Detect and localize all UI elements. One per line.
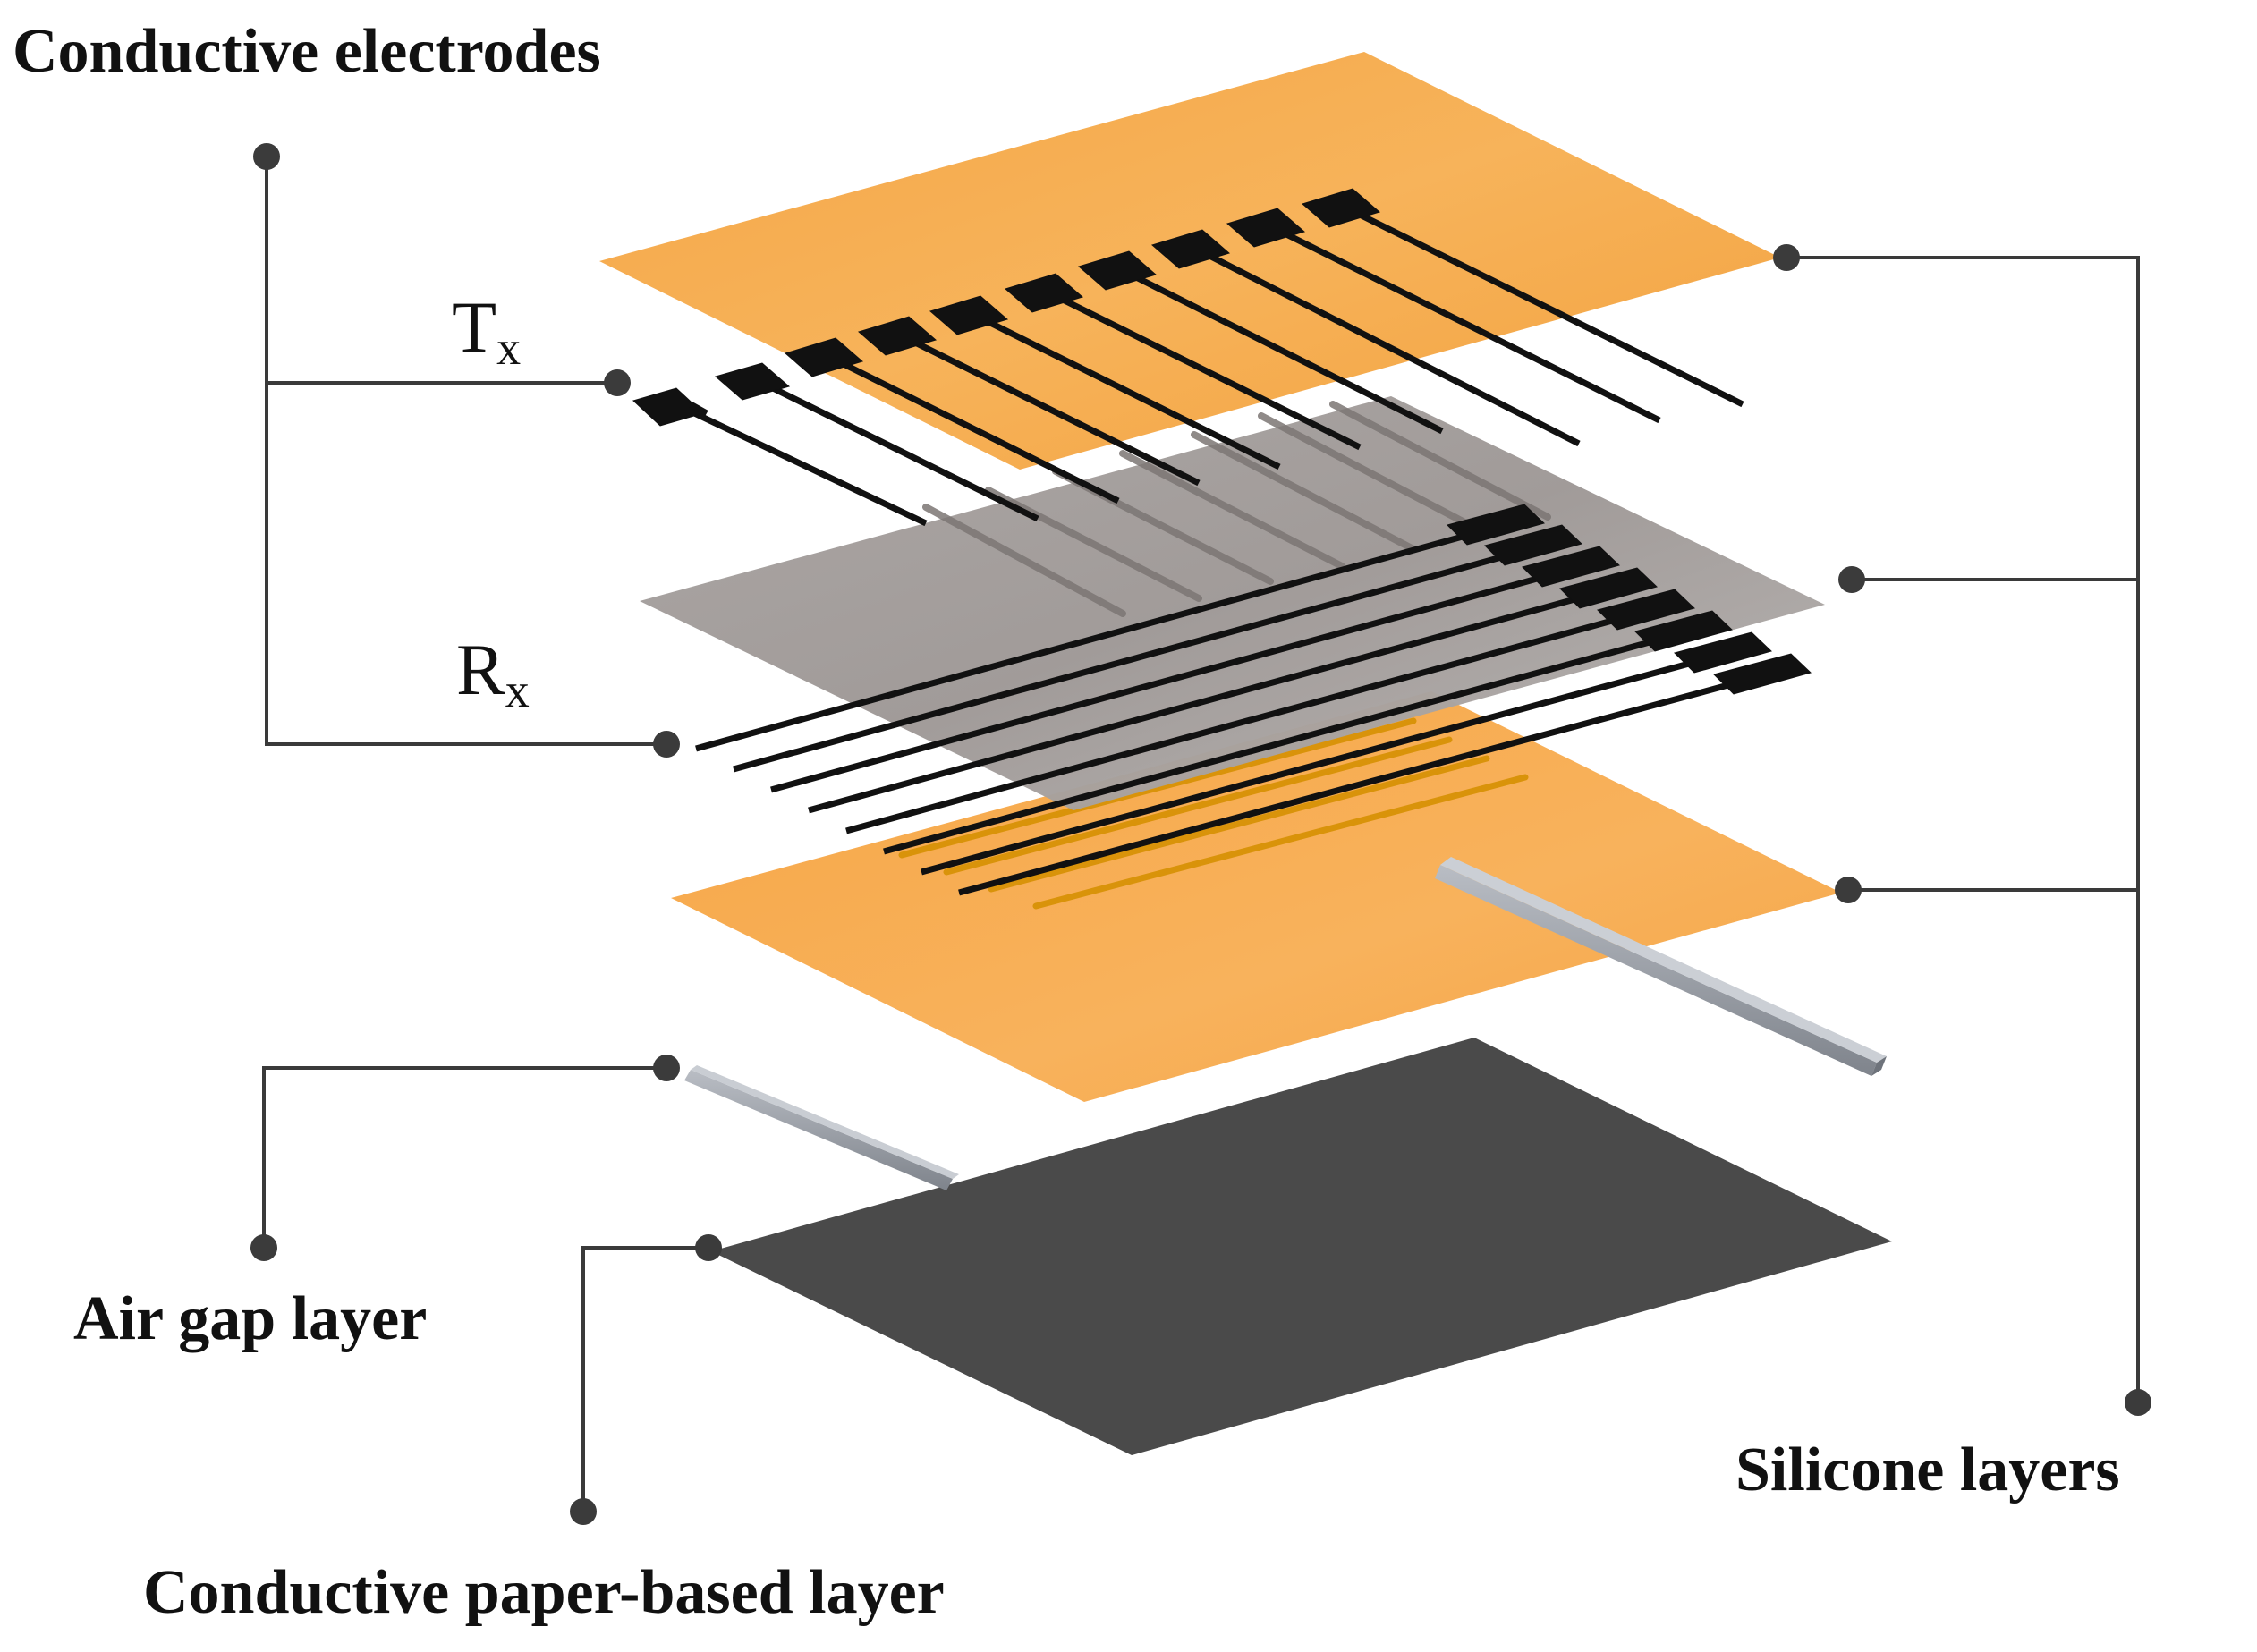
label-conductive-paper-layer: Conductive paper-based layer: [143, 1558, 945, 1627]
rx-electrode-2: [733, 524, 1582, 773]
tx-electrode-3: [784, 337, 1120, 504]
label-tx-main: T: [452, 286, 496, 368]
tx-electrode-9: [1226, 208, 1661, 424]
label-tx: Tx: [452, 286, 521, 375]
tx-electrode-8: [1150, 229, 1581, 447]
conductive-paper-layer-sheet: [711, 1038, 1892, 1455]
tx-electrode-7: [1077, 250, 1444, 435]
tx-electrode-5: [929, 295, 1281, 470]
label-tx-sub: x: [496, 321, 521, 375]
leader-air-gap-layer: [250, 1055, 680, 1261]
rx-electrode-3: [770, 546, 1620, 793]
label-air-gap-layer: Air gap layer: [73, 1284, 427, 1353]
rx-electrode-6: [883, 610, 1733, 855]
leader-conductive-electrodes: [253, 143, 680, 758]
leader-conductive-paper-layer: [570, 1234, 722, 1525]
rx-electrode-8: [958, 653, 1812, 896]
tx-electrodes: [632, 188, 1744, 527]
silicone-layer-bottom: [671, 691, 1841, 1102]
tx-electrode-4: [857, 316, 1201, 487]
rx-electrode-1: [695, 504, 1545, 752]
rx-electrode-7: [921, 631, 1772, 876]
air-gap-spacer-left: [684, 1065, 959, 1190]
tx-electrode-6: [1004, 273, 1362, 451]
rx-electrode-5: [845, 589, 1695, 834]
tx-electrode-1: [632, 387, 928, 527]
rx-electrodes: [695, 504, 1812, 896]
leader-silicone-layers: [1773, 244, 2151, 1416]
label-rx-main: R: [456, 629, 505, 710]
air-gap-spacer-right: [1435, 857, 1887, 1076]
rx-electrode-4: [808, 567, 1658, 814]
label-rx-sub: x: [505, 664, 530, 717]
label-conductive-electrodes: Conductive electrodes: [13, 17, 601, 86]
silicone-grooves: [898, 717, 1529, 910]
label-rx: Rx: [456, 629, 530, 717]
tx-electrode-2: [714, 362, 1039, 522]
label-silicone-layers: Silicone layers: [1735, 1436, 2120, 1504]
tx-electrode-10: [1301, 188, 1744, 408]
